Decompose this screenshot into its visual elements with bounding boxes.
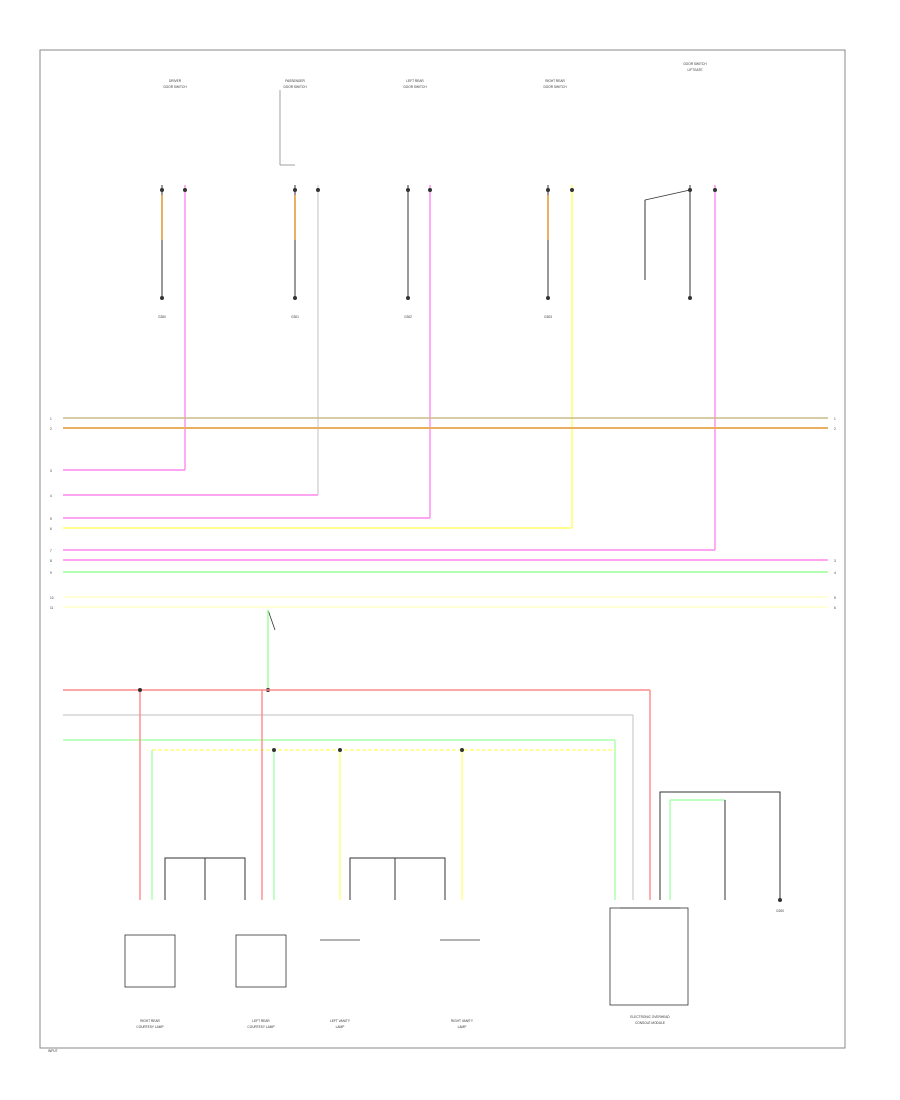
bus-right-6: 6 [834,606,836,610]
top-connector-titles: DRIVER DOOR SWITCH PASSENGER DOOR SWITCH… [163,62,707,89]
top-subtitle-3: DOOR SWITCH [403,85,427,89]
top-title-4: RIGHT REAR [545,79,565,83]
component-4-sub: LAMP [458,1025,467,1029]
top-title-2: PASSENGER [285,79,305,83]
bus-left-5: 5 [50,517,52,521]
top-subtitle-1: DOOR SWITCH [163,85,187,89]
top-title-5: DOOR SWITCH [683,62,707,66]
bus-left-4: 4 [50,494,52,498]
connector-column-5 [63,185,717,551]
component-1-sub: COURTESY LAMP [136,1025,163,1029]
bus-left-6: 6 [50,527,52,531]
bus-left-1: 1 [50,417,52,421]
component-box-5 [609,907,689,1006]
top-subtitle-4: DOOR SWITCH [543,85,567,89]
bus-left-8: 8 [50,559,52,563]
top-title-1: DRIVER [169,79,182,83]
connector-column-2: G301 [63,90,320,496]
top-title-3: LEFT REAR [406,79,424,83]
connector-column-3: G302 [63,185,432,519]
component-3-name: LEFT VANITY [330,1019,351,1023]
bus-right-3: 3 [834,559,836,563]
diagram-frame [39,49,846,1049]
splice-connector [266,609,276,692]
bus-right-1: 1 [834,417,836,421]
bus-right-4: 4 [834,571,836,575]
top-subtitle-2: DOOR SWITCH [283,85,307,89]
top-subtitle-5: LIFTGATE [688,68,703,72]
bus-left-7: 7 [50,549,52,553]
bus-left-2: 2 [50,427,52,431]
bus-left-9: 9 [50,571,52,575]
component-5-sub: CONSOLE MODULE [635,1021,665,1025]
ground-jumpers [164,791,781,900]
ground-terminal: G200 [776,898,784,913]
component-box-2 [235,934,287,988]
bus-labels-right: 1 2 3 4 5 6 [834,417,836,610]
component-5-name: ELECTRONIC OVERHEAD [630,1015,670,1019]
bus-left-11: 11 [50,606,54,610]
component-2-name: LEFT REAR [252,1019,270,1023]
bottom-components: RIGHT REAR COURTESY LAMP LEFT REAR COURT… [124,907,689,1029]
component-4-name: RIGHT VANITY [451,1019,474,1023]
ground-label-1: G300 [158,315,166,319]
bus-left-10: 10 [50,596,54,600]
footnote: INPUT [48,1049,58,1053]
component-3-sub: LAMP [336,1025,345,1029]
component-box-1 [124,934,176,988]
ground-label-2: G301 [291,315,299,319]
bus-labels-left: 1 2 3 4 5 6 7 8 9 10 11 [50,417,54,610]
component-2-sub: COURTESY LAMP [247,1025,274,1029]
bus-right-2: 2 [834,427,836,431]
ground-terminal-label: G200 [776,909,784,913]
connector-column-4: G303 [63,185,574,529]
ground-label-3: G302 [404,315,412,319]
connector-column-1: G300 [63,185,187,471]
component-1-name: RIGHT REAR [140,1019,160,1023]
ground-label-4: G303 [544,315,552,319]
lower-wires [63,688,651,900]
bus-wires [63,417,828,608]
bus-left-3: 3 [50,469,52,473]
bus-right-5: 5 [834,596,836,600]
